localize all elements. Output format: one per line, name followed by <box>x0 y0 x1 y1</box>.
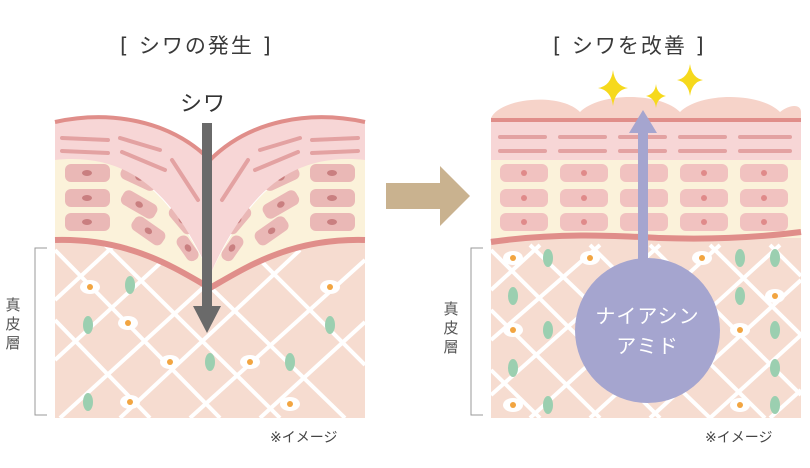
left-panel-title: [ シワの発生 ] <box>120 34 273 58</box>
wrinkle-down-arrow <box>193 123 221 333</box>
niacinamide-label: ナイアシン アミド <box>595 301 699 361</box>
right-basal-line <box>490 229 802 245</box>
niacinamide-label-line: アミド <box>616 333 679 358</box>
left-dermis-label: 真 皮 層 <box>5 296 21 353</box>
dermis-char: 皮 <box>443 319 459 337</box>
right-panel-title: [ シワを改善 ] <box>553 34 706 58</box>
right-cells <box>500 164 788 231</box>
wrinkle-label: シワ <box>180 92 227 117</box>
niacinamide-circle: ナイアシン アミド <box>575 258 720 403</box>
sparkle-icon <box>646 84 666 108</box>
sparkle-icons <box>598 64 703 108</box>
left-image-note: ※イメージ <box>270 430 338 446</box>
left-fibroblasts <box>80 276 340 411</box>
dermis-char: 真 <box>443 300 459 318</box>
sparkle-icon <box>598 70 628 106</box>
dermis-char: 層 <box>443 338 459 356</box>
dermis-char: 層 <box>5 334 21 352</box>
right-image-note: ※イメージ <box>705 430 773 446</box>
dermis-char: 真 <box>5 296 21 314</box>
right-dermis-label: 真 皮 層 <box>443 300 459 357</box>
sparkle-icon <box>677 64 703 96</box>
improvement-up-arrow <box>629 110 657 265</box>
left-basal-layer <box>55 157 365 285</box>
transition-arrow <box>386 166 470 226</box>
left-dermis-bracket <box>34 247 47 416</box>
dermis-char: 皮 <box>5 315 21 333</box>
niacinamide-label-line: ナイアシン <box>595 303 700 328</box>
right-fibroblasts <box>503 249 785 414</box>
right-dermis-bracket <box>470 247 483 416</box>
left-skin-cross-section <box>34 115 366 418</box>
